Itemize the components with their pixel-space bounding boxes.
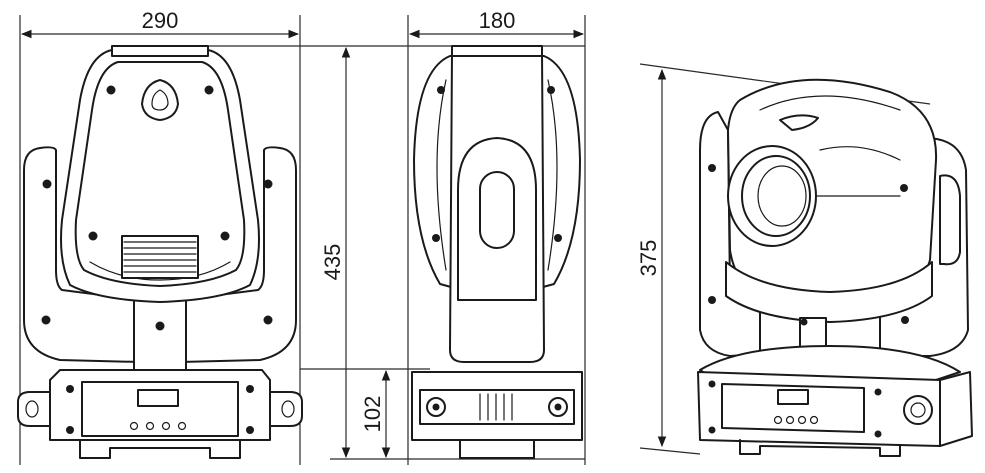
extension-line-persp-bottom — [639, 447, 701, 455]
front-ear-hole-right — [281, 400, 295, 418]
persp-base-knob — [903, 395, 933, 425]
persp-head-ridge — [759, 95, 901, 111]
side-slot — [479, 171, 515, 249]
persp-base-screws — [708, 380, 882, 438]
side-cover-left-inner — [436, 79, 447, 271]
front-base-feet — [79, 439, 241, 459]
persp-lens-inner — [757, 165, 807, 227]
front-stem — [133, 299, 187, 371]
persp-yoke-right-handle — [939, 174, 961, 266]
dimension-lines — [19, 15, 931, 465]
front-vent-slats — [123, 241, 197, 273]
dimension-width-label: 290 — [142, 8, 179, 33]
perspective-view — [697, 78, 973, 457]
front-base-ear-right — [269, 391, 303, 427]
front-base-ear-left — [17, 391, 51, 427]
side-head-cap — [451, 45, 543, 57]
front-screws — [41, 85, 273, 331]
dimension-height-label: 435 — [320, 244, 345, 281]
front-buttons — [129, 421, 187, 431]
dimension-base-label: 102 — [360, 396, 385, 433]
front-display — [137, 389, 179, 407]
side-view — [411, 45, 583, 459]
front-ear-hole-left — [25, 400, 39, 418]
persp-base-feet — [739, 439, 901, 457]
front-view — [17, 45, 303, 459]
persp-head-lower — [725, 261, 933, 323]
side-base-foot — [459, 439, 535, 459]
front-head-panel — [74, 61, 246, 287]
front-head-cap — [111, 45, 209, 57]
persp-buttons — [773, 415, 819, 425]
side-base-band — [419, 389, 575, 425]
front-base-screws — [66, 385, 254, 434]
persp-base-side — [939, 371, 973, 447]
side-base-gear — [479, 393, 513, 421]
front-handle-inner — [151, 89, 169, 111]
persp-base-top — [699, 345, 961, 383]
side-screws — [432, 86, 562, 242]
front-head — [60, 49, 260, 303]
side-cover-right-inner — [547, 79, 558, 271]
persp-screws — [708, 164, 909, 326]
front-base-panel — [81, 381, 239, 437]
front-head-curve — [89, 261, 231, 281]
front-handle — [141, 79, 179, 121]
persp-head-seam — [819, 146, 901, 161]
dimension-depth-label: 180 — [479, 8, 516, 33]
persp-lens-mid — [741, 155, 811, 237]
front-vent — [121, 235, 199, 279]
persp-base-panel — [721, 383, 865, 433]
persp-display — [777, 389, 809, 405]
persp-head-handle — [779, 114, 819, 131]
dimension-persp-label: 375 — [636, 240, 661, 277]
